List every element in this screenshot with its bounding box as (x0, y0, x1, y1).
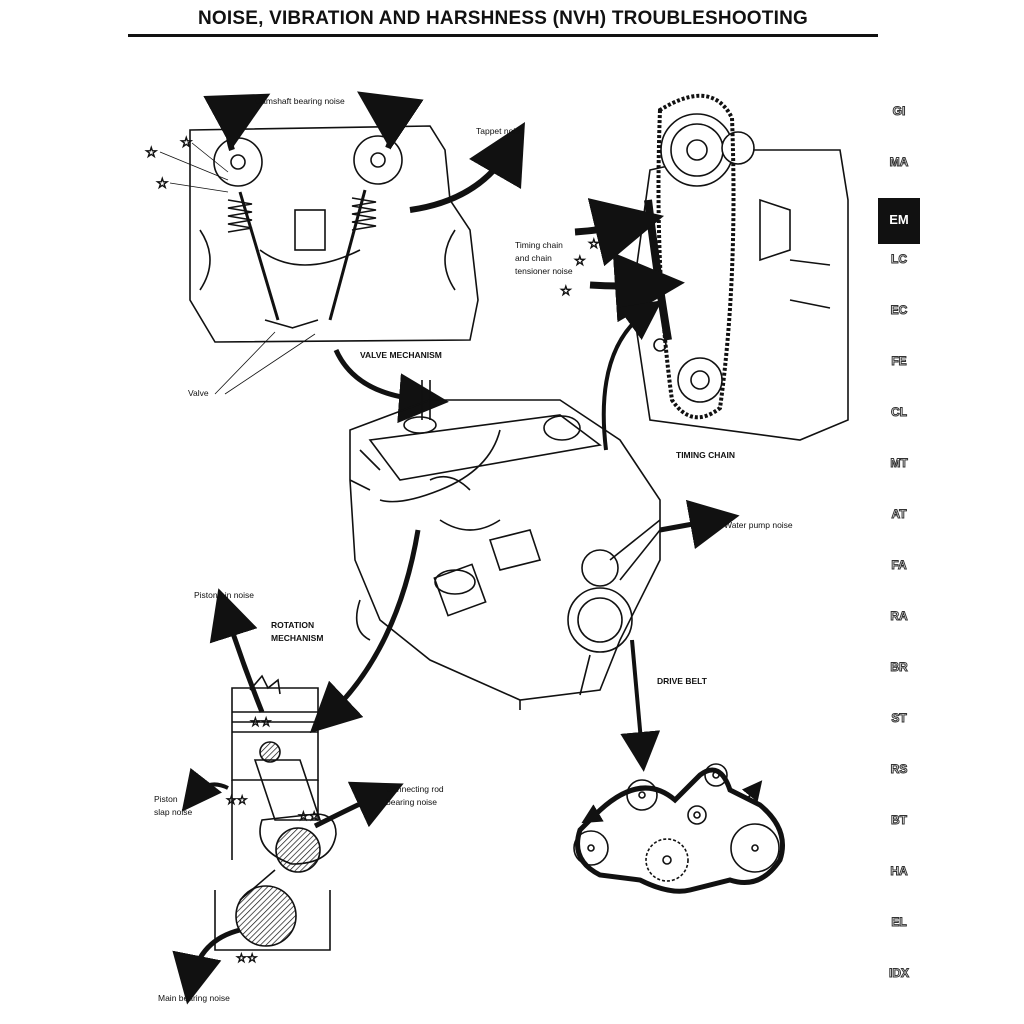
section-tab-cl[interactable]: CL (891, 405, 908, 420)
page-title: NOISE, VIBRATION AND HARSHNESS (NVH) TRO… (198, 8, 808, 29)
timing-chain-noise-label-1: Timing chain (515, 240, 563, 250)
section-tab-fa[interactable]: FA (891, 558, 907, 573)
tappet-noise-label: Tappet noise (476, 126, 525, 136)
drive-belt-label: DRIVE BELT (657, 676, 707, 686)
rotation-mechanism-label-2: MECHANISM (271, 633, 324, 643)
timing-chain-label: TIMING CHAIN (676, 450, 736, 460)
section-tab-at[interactable]: AT (891, 507, 907, 522)
engine-assembly (349, 380, 661, 710)
valve-mechanism-label: VALVE MECHANISM (360, 350, 442, 360)
section-tab-rs[interactable]: RS (890, 762, 908, 777)
section-tab-br[interactable]: BR (890, 660, 908, 675)
section-tab-el[interactable]: EL (891, 915, 907, 930)
section-tab-em[interactable]: EM (878, 198, 920, 244)
section-tab-st[interactable]: ST (891, 711, 907, 726)
rotation-mechanism-label-1: ROTATION (271, 620, 315, 630)
section-tab-ra[interactable]: RA (890, 609, 908, 624)
section-tab-ma[interactable]: MA (889, 155, 909, 170)
section-tab-ec[interactable]: EC (890, 303, 908, 318)
connecting-rod-noise-label-1: Connecting rod (386, 784, 444, 794)
valve-mechanism-diagram (189, 125, 479, 343)
section-tab-gi[interactable]: GI (892, 104, 906, 119)
piston-slap-noise-label-1: Piston (154, 794, 178, 804)
svg-text:☆☆: ☆☆ (298, 809, 320, 823)
timing-chain-diagram (631, 93, 849, 441)
piston-pin-noise-label: Piston pin noise (194, 590, 255, 600)
connecting-rod-noise-label-2: bearing noise (386, 797, 438, 807)
section-index-tabs: GI MA EM LC EC FE CL MT AT FA RA BR ST R… (878, 96, 920, 1009)
section-tab-mt[interactable]: MT (890, 456, 908, 471)
section-tab-fe[interactable]: FE (891, 354, 907, 369)
section-tab-idx[interactable]: IDX (888, 966, 909, 981)
svg-text:☆☆: ☆☆ (226, 793, 248, 807)
svg-text:☆: ☆ (156, 176, 169, 192)
svg-text:☆: ☆ (574, 254, 586, 269)
svg-text:☆: ☆ (560, 284, 572, 299)
timing-chain-noise-label-3: tensioner noise (515, 266, 573, 276)
drive-belt-diagram (573, 763, 785, 894)
section-tab-ha[interactable]: HA (890, 864, 908, 879)
main-bearing-noise-label: Main bearing noise (158, 993, 230, 1003)
svg-text:☆☆: ☆☆ (236, 951, 258, 965)
camshaft-bearing-noise-label: Camshaft bearing noise (255, 96, 345, 106)
svg-text:☆☆: ☆☆ (250, 715, 272, 729)
svg-text:☆: ☆ (180, 135, 193, 151)
svg-text:☆: ☆ (145, 145, 158, 161)
valve-label: Valve (188, 388, 209, 398)
rotation-mechanism-diagram (214, 674, 337, 951)
title-rule (128, 34, 878, 37)
piston-slap-noise-label-2: slap noise (154, 807, 193, 817)
section-tab-lc[interactable]: LC (891, 252, 908, 267)
water-pump-noise-label: Water pump noise (724, 520, 793, 530)
section-tab-bt[interactable]: BT (891, 813, 908, 828)
svg-text:☆: ☆ (588, 237, 600, 252)
timing-chain-noise-label-2: and chain (515, 253, 552, 263)
